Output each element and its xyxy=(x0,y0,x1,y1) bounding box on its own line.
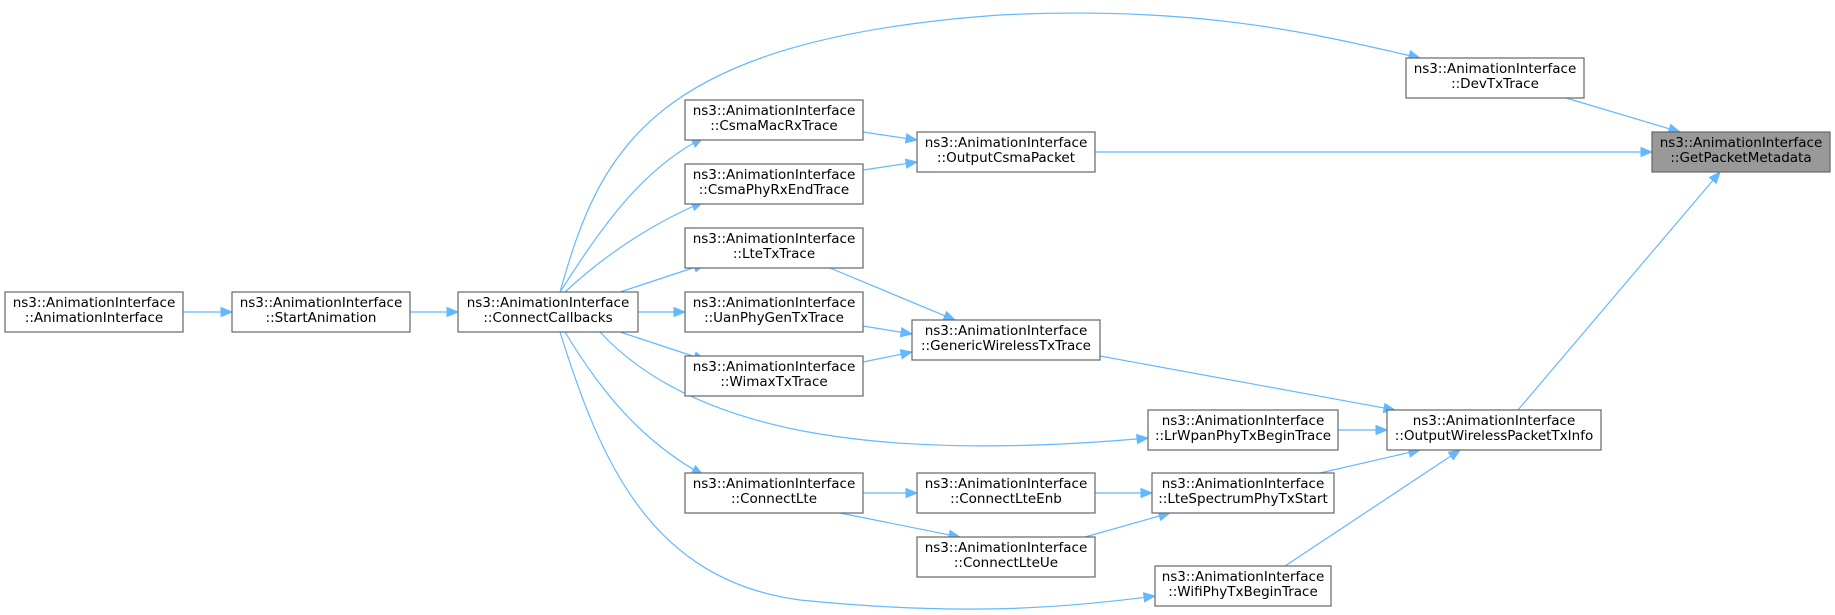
node-animation-interface[interactable]: ns3::AnimationInterface::AnimationInterf… xyxy=(4,291,184,333)
node-namespace-label: ns3::AnimationInterface xyxy=(13,295,176,311)
node-csma-phy-rx-end-trace[interactable]: ns3::AnimationInterface::CsmaPhyRxEndTra… xyxy=(684,163,864,205)
edge-connectCallbacks-to-uanPhyGenTxTrace xyxy=(638,306,687,318)
node-namespace-label: ns3::AnimationInterface xyxy=(1162,413,1325,429)
node-uan-phy-gen-tx-trace[interactable]: ns3::AnimationInterface::UanPhyGenTxTrac… xyxy=(684,291,864,333)
edge-startAnimation-to-connectCallbacks xyxy=(410,306,460,318)
node-connect-lte-ue[interactable]: ns3::AnimationInterface::ConnectLteUe xyxy=(916,536,1096,578)
node-namespace-label: ns3::AnimationInterface xyxy=(925,476,1088,492)
node-namespace-label: ns3::AnimationInterface xyxy=(925,323,1088,339)
node-namespace-label: ns3::AnimationInterface xyxy=(693,231,856,247)
node-connect-callbacks[interactable]: ns3::AnimationInterface::ConnectCallback… xyxy=(457,291,639,333)
node-method-label: ::ConnectLteEnb xyxy=(950,491,1062,507)
node-output-wireless-packet-tx-info[interactable]: ns3::AnimationInterface::OutputWirelessP… xyxy=(1386,409,1602,451)
edge-connectCallbacks-to-wifiPhyTxBeginTrace xyxy=(559,331,1157,610)
node-namespace-label: ns3::AnimationInterface xyxy=(240,295,403,311)
node-namespace-label: ns3::AnimationInterface xyxy=(693,295,856,311)
edge-wimaxTxTrace-to-genericWirelessTxTrace xyxy=(862,349,914,363)
edge-outputCsmaPacket-to-getPacketMetadata xyxy=(1095,146,1654,158)
node-namespace-label: ns3::AnimationInterface xyxy=(467,295,630,311)
node-method-label: ::AnimationInterface xyxy=(25,310,163,326)
node-get-packet-metadata[interactable]: ns3::AnimationInterface::GetPacketMetada… xyxy=(1651,131,1831,173)
edge-uanPhyGenTxTrace-to-genericWirelessTxTrace xyxy=(862,325,914,338)
node-namespace-label: ns3::AnimationInterface xyxy=(1414,61,1577,77)
node-method-label: ::ConnectLte xyxy=(731,491,817,507)
node-namespace-label: ns3::AnimationInterface xyxy=(1162,476,1325,492)
node-namespace-label: ns3::AnimationInterface xyxy=(1162,569,1325,585)
edge-wifiPhyTxBeginTrace-to-outputWirelessPacketTxInfo xyxy=(1284,449,1462,567)
node-method-label: ::ConnectLteUe xyxy=(954,555,1058,571)
node-method-label: ::WifiPhyTxBeginTrace xyxy=(1168,584,1318,600)
edge-connectCallbacks-to-lrWpanPhyTxBeginTrace xyxy=(599,331,1150,447)
edge-lteSpectrumPhyTxStart-to-outputWirelessPacketTxInfo xyxy=(1319,447,1422,474)
node-namespace-label: ns3::AnimationInterface xyxy=(1413,413,1576,429)
node-namespace-label: ns3::AnimationInterface xyxy=(925,540,1088,556)
edge-devTxTrace-to-getPacketMetadata xyxy=(1565,97,1682,134)
edge-lrWpanPhyTxBeginTrace-to-outputWirelessPacketTxInfo xyxy=(1338,424,1389,436)
node-namespace-label: ns3::AnimationInterface xyxy=(693,103,856,119)
edge-outputWirelessPacketTxInfo-to-getPacketMetadata xyxy=(1517,170,1721,411)
node-namespace-label: ns3::AnimationInterface xyxy=(1660,135,1823,151)
node-method-label: ::CsmaPhyRxEndTrace xyxy=(699,182,850,198)
node-connect-lte[interactable]: ns3::AnimationInterface::ConnectLte xyxy=(684,472,864,514)
edge-connectCallbacks-to-connectLte xyxy=(564,331,705,476)
node-dev-tx-trace[interactable]: ns3::AnimationInterface::DevTxTrace xyxy=(1405,57,1585,99)
edge-connectCallbacks-to-csmaMacRxTrace xyxy=(559,137,705,293)
node-method-label: ::StartAnimation xyxy=(266,310,377,326)
edge-connectLte-to-connectLteEnb xyxy=(863,487,919,499)
node-lr-wpan-phy-tx-begin-trace[interactable]: ns3::AnimationInterface::LrWpanPhyTxBegi… xyxy=(1147,409,1339,451)
node-csma-mac-rx-trace[interactable]: ns3::AnimationInterface::CsmaMacRxTrace xyxy=(684,99,864,141)
node-lte-spectrum-phy-tx-start[interactable]: ns3::AnimationInterface::LteSpectrumPhyT… xyxy=(1151,472,1335,514)
edge-animationInterface-to-startAnimation xyxy=(183,306,234,318)
node-method-label: ::DevTxTrace xyxy=(1451,76,1539,92)
node-output-csma-packet[interactable]: ns3::AnimationInterface::OutputCsmaPacke… xyxy=(916,131,1096,173)
node-wifi-phy-tx-begin-trace[interactable]: ns3::AnimationInterface::WifiPhyTxBeginT… xyxy=(1154,565,1332,607)
node-method-label: ::UanPhyGenTxTrace xyxy=(704,310,844,326)
node-method-label: ::GenericWirelessTxTrace xyxy=(921,338,1091,354)
node-method-label: ::WimaxTxTrace xyxy=(720,374,827,390)
node-method-label: ::LteSpectrumPhyTxStart xyxy=(1158,491,1328,507)
edge-genericWirelessTxTrace-to-outputWirelessPacketTxInfo xyxy=(1099,355,1397,414)
edge-csmaMacRxTrace-to-outputCsmaPacket xyxy=(862,131,919,144)
node-namespace-label: ns3::AnimationInterface xyxy=(925,135,1088,151)
node-wimax-tx-trace[interactable]: ns3::AnimationInterface::WimaxTxTrace xyxy=(684,355,864,397)
node-method-label: ::OutputCsmaPacket xyxy=(937,150,1075,166)
node-method-label: ::OutputWirelessPacketTxInfo xyxy=(1395,428,1593,444)
node-method-label: ::LrWpanPhyTxBeginTrace xyxy=(1155,428,1331,444)
node-start-animation[interactable]: ns3::AnimationInterface::StartAnimation xyxy=(231,291,411,333)
node-lte-tx-trace[interactable]: ns3::AnimationInterface::LteTxTrace xyxy=(684,227,864,269)
node-method-label: ::CsmaMacRxTrace xyxy=(710,118,838,134)
node-namespace-label: ns3::AnimationInterface xyxy=(693,476,856,492)
node-method-label: ::LteTxTrace xyxy=(733,246,815,262)
node-method-label: ::GetPacketMetadata xyxy=(1670,150,1811,166)
node-namespace-label: ns3::AnimationInterface xyxy=(693,359,856,375)
nodes: ns3::AnimationInterface::GetPacketMetada… xyxy=(4,57,1831,607)
node-namespace-label: ns3::AnimationInterface xyxy=(693,167,856,183)
node-connect-lte-enb[interactable]: ns3::AnimationInterface::ConnectLteEnb xyxy=(916,472,1096,514)
node-method-label: ::ConnectCallbacks xyxy=(483,310,612,326)
edge-connectLteEnb-to-lteSpectrumPhyTxStart xyxy=(1095,487,1154,499)
edge-connectLte-to-connectLteUe xyxy=(839,512,962,540)
edges xyxy=(183,12,1721,610)
edge-connectLteUe-to-lteSpectrumPhyTxStart xyxy=(1084,511,1172,538)
node-generic-wireless-tx-trace[interactable]: ns3::AnimationInterface::GenericWireless… xyxy=(911,319,1101,361)
edge-csmaPhyRxEndTrace-to-outputCsmaPacket xyxy=(862,158,919,171)
